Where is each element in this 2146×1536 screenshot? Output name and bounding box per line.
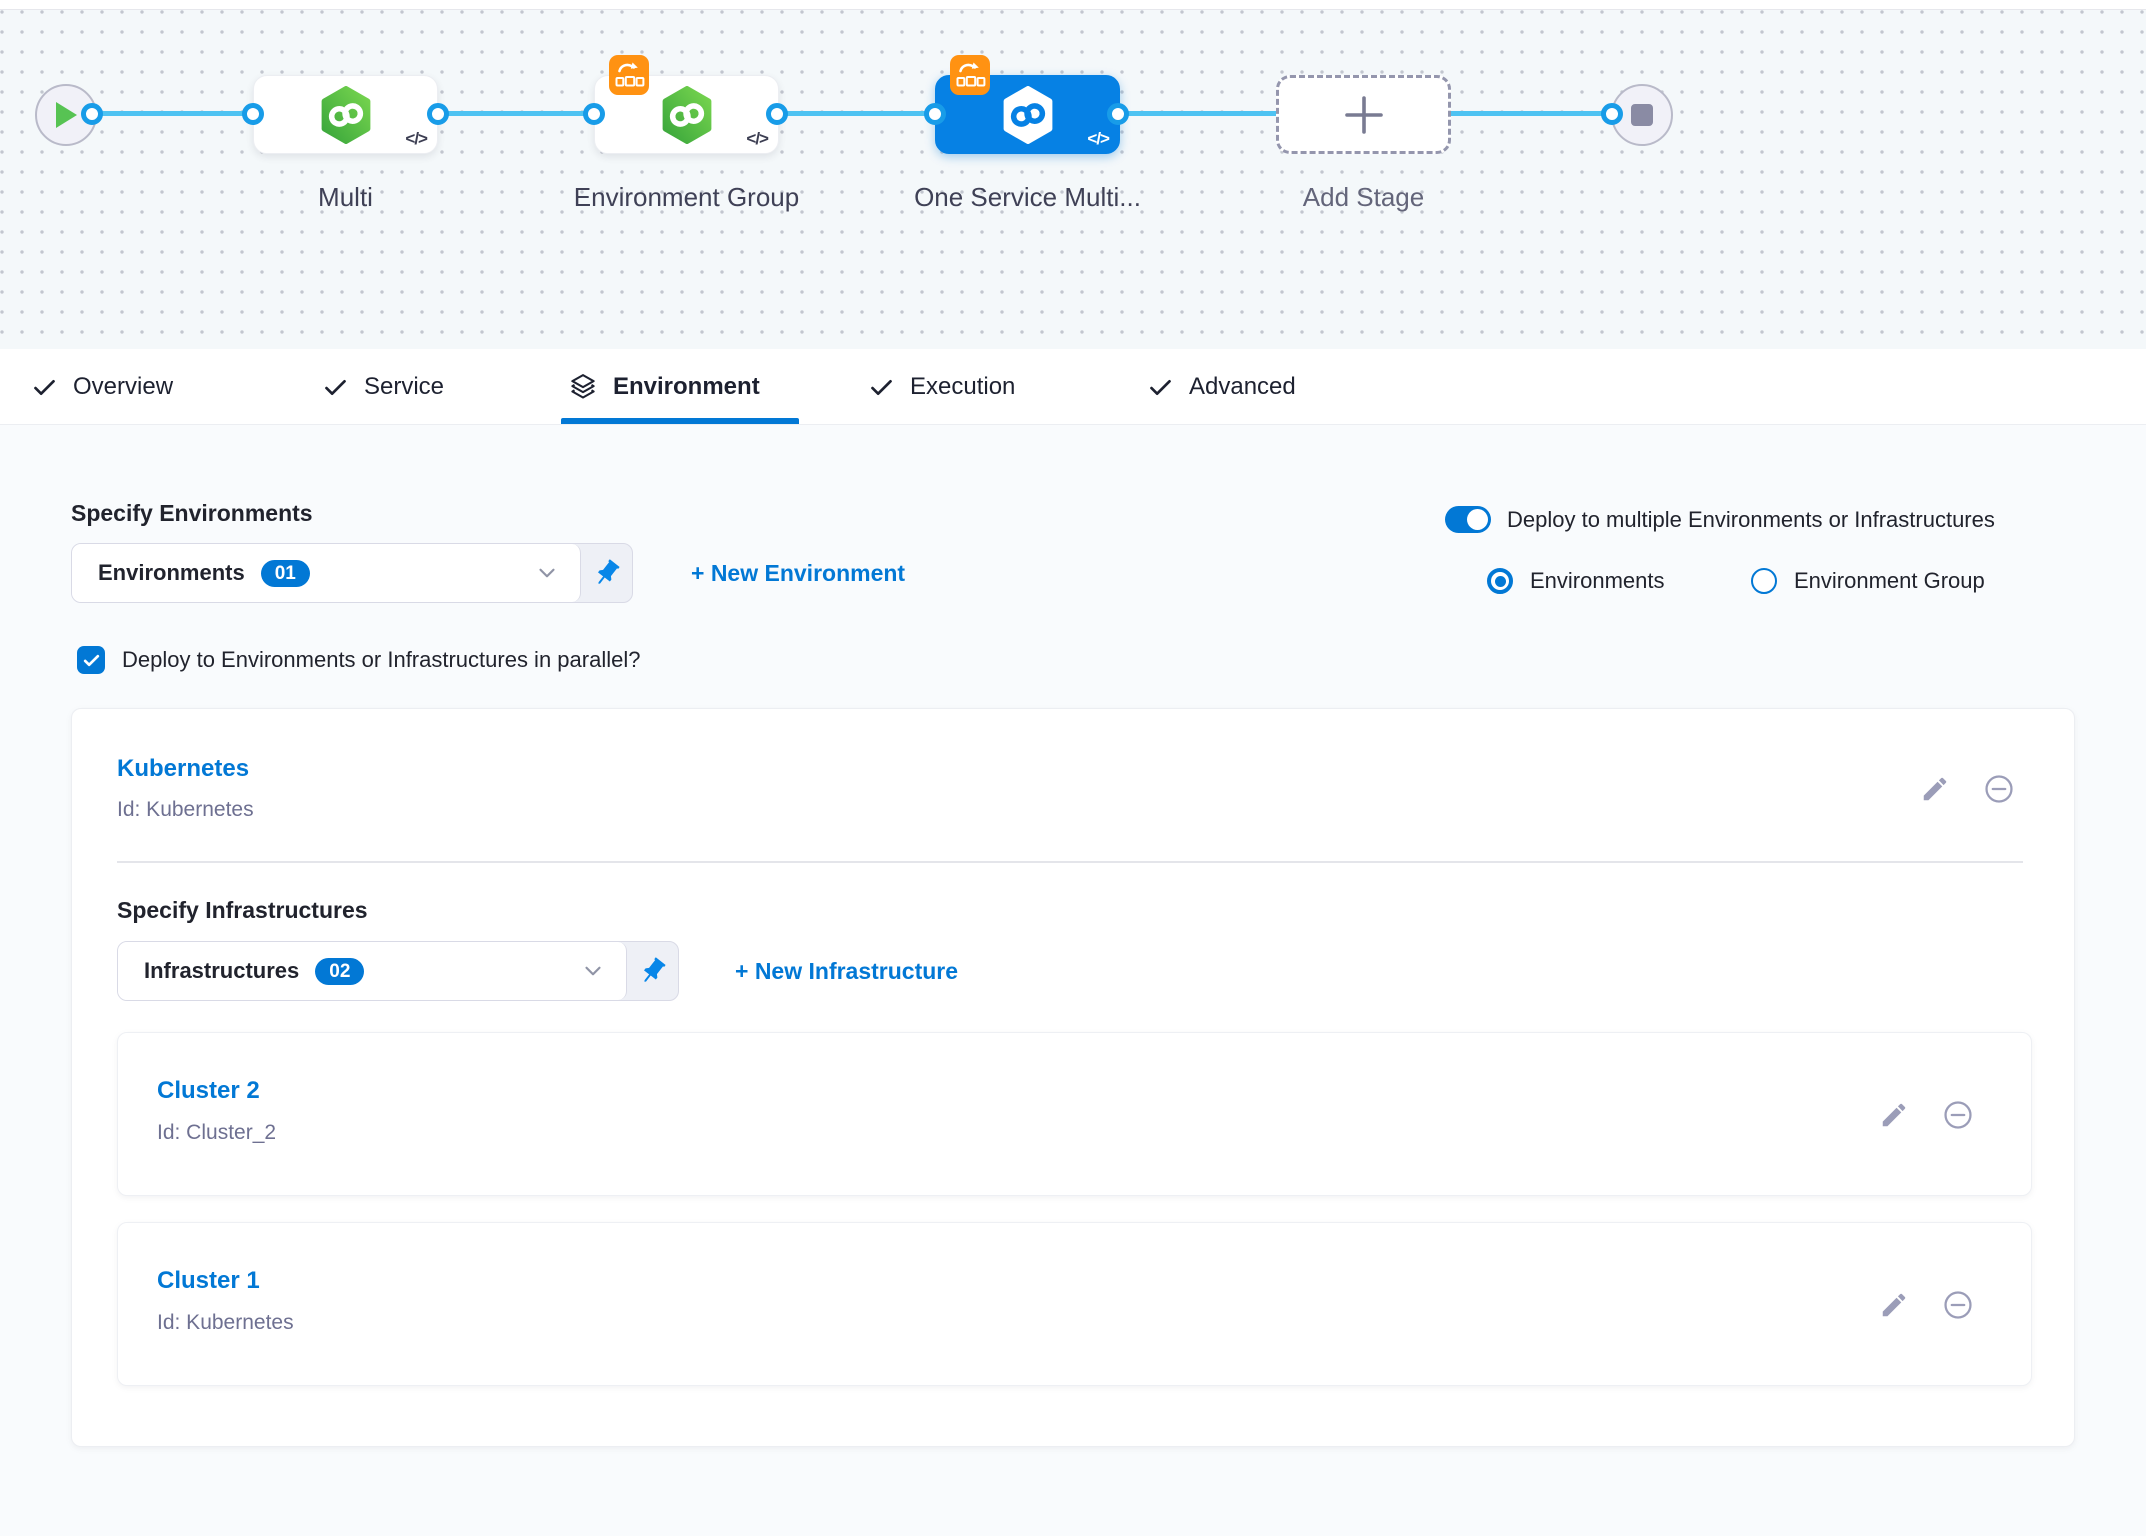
service-hexagon-icon [662,85,711,144]
radio-environment-group-label: Environment Group [1794,568,1985,593]
dropdown-label: Environments [98,560,245,585]
code-icon: </> [1087,129,1110,148]
remove-infrastructure-button[interactable] [1941,1098,1975,1132]
new-infrastructure-link[interactable]: + New Infrastructure [735,958,959,984]
tab-label: Environment [613,373,760,400]
active-tab-underline [561,418,799,424]
environment-card: Kubernetes Id: Kubernetes Specify Infras… [71,708,2075,1447]
rolling-deployment-badge-icon [950,55,990,95]
stage-environment-group[interactable]: </> Environment Group [574,55,799,212]
stage-label: One Service Multi... [914,182,1141,212]
environments-dropdown-field[interactable]: Environments 01 [72,544,581,602]
specify-infrastructures-heading: Specify Infrastructures [117,897,368,923]
check-icon [34,379,55,395]
parallel-checkbox[interactable] [77,646,105,674]
minus-circle-icon [1944,1101,1972,1129]
infrastructure-card-title[interactable]: Cluster 1 [157,1267,260,1294]
specify-environments-heading: Specify Environments [71,500,313,526]
play-icon [56,102,77,128]
code-icon: </> [746,129,769,148]
port [81,103,103,125]
code-icon: </> [405,129,428,148]
tab-overview[interactable]: Overview [31,349,173,425]
service-hexagon-icon [321,85,370,144]
deploy-multiple-toggle[interactable] [1445,506,1491,533]
radio-environments-label: Environments [1530,568,1665,593]
check-icon [871,379,892,395]
infrastructures-dropdown-field[interactable]: Infrastructures 02 [118,942,627,1000]
pipeline-start-node [35,84,97,146]
stage-label: Multi [318,182,373,212]
infrastructure-card: Cluster 2 Id: Cluster_2 [117,1032,2032,1196]
pipeline-connector-line [92,111,1612,116]
count-badge: 02 [315,957,365,985]
tab-execution[interactable]: Execution [868,349,1015,425]
port [1107,103,1129,125]
infrastructures-dropdown[interactable]: Infrastructures 02 [117,941,679,1001]
new-environment-link[interactable]: + New Environment [691,560,906,586]
parallel-checkbox-label: Deploy to Environments or Infrastructure… [122,647,641,672]
environment-card-id: Id: Kubernetes [117,798,254,821]
environment-tab-content: Specify Environments Environments 01 + N… [0,425,2146,1536]
pencil-icon [1882,1293,1906,1317]
pin-icon [597,559,620,584]
radio-environments[interactable] [1487,568,1513,594]
tab-label: Advanced [1189,373,1296,400]
remove-infrastructure-button[interactable] [1941,1288,1975,1322]
divider [117,861,2023,863]
environment-layers-icon [571,374,595,399]
stage-one-service-multi[interactable]: </> One Service Multi... [914,55,1141,212]
check-icon [83,654,99,666]
pin-button[interactable] [627,942,678,1000]
pencil-icon [1923,777,1947,801]
remove-environment-button[interactable] [1982,772,2016,806]
pencil-icon [1882,1103,1906,1127]
stage-multi[interactable]: </> Multi [253,75,438,212]
edit-environment-button[interactable] [1918,772,1952,806]
infrastructure-card-id: Id: Cluster_2 [157,1121,277,1144]
port [924,103,946,125]
infrastructure-card-title[interactable]: Cluster 2 [157,1077,260,1104]
check-icon [325,379,346,395]
pin-icon [643,957,666,982]
add-stage-button[interactable]: Add Stage [1276,75,1451,212]
toggle-knob [1467,509,1488,530]
environment-card-title[interactable]: Kubernetes [117,755,250,782]
service-hexagon-icon [1003,85,1052,144]
tab-label: Overview [73,373,174,400]
radio-environment-group[interactable] [1751,568,1777,594]
port [427,103,449,125]
tab-environment[interactable]: Environment [568,349,760,425]
edit-infrastructure-button[interactable] [1877,1098,1911,1132]
top-strip [0,0,2146,10]
port [1601,103,1623,125]
minus-circle-icon [1944,1291,1972,1319]
tab-label: Execution [910,373,1016,400]
environments-dropdown[interactable]: Environments 01 [71,543,633,603]
rolling-deployment-badge-icon [609,55,649,95]
chevron-down-icon [534,560,560,586]
port [766,103,788,125]
deploy-multiple-toggle-label: Deploy to multiple Environments or Infra… [1507,507,1995,532]
tab-service[interactable]: Service [322,349,444,425]
tab-advanced[interactable]: Advanced [1147,349,1296,425]
infrastructure-card: Cluster 1 Id: Kubernetes [117,1222,2032,1386]
stage-label: Add Stage [1302,182,1425,212]
port [242,103,264,125]
dropdown-label: Infrastructures [144,958,300,983]
edit-infrastructure-button[interactable] [1877,1288,1911,1322]
chevron-down-icon [580,958,606,984]
stage-tabbar: Overview Service Environment Execution [0,349,2146,425]
count-badge: 01 [260,559,310,587]
pin-button[interactable] [581,544,632,602]
port [583,103,605,125]
stage-label: Environment Group [573,182,800,212]
infrastructure-card-id: Id: Kubernetes [157,1311,294,1334]
plus-icon [1344,95,1383,134]
pipeline-canvas: </> Multi </> [0,10,2146,349]
check-icon [1150,379,1171,395]
minus-circle-icon [1985,775,2013,803]
tab-label: Service [364,373,445,400]
stop-icon [1631,104,1653,126]
